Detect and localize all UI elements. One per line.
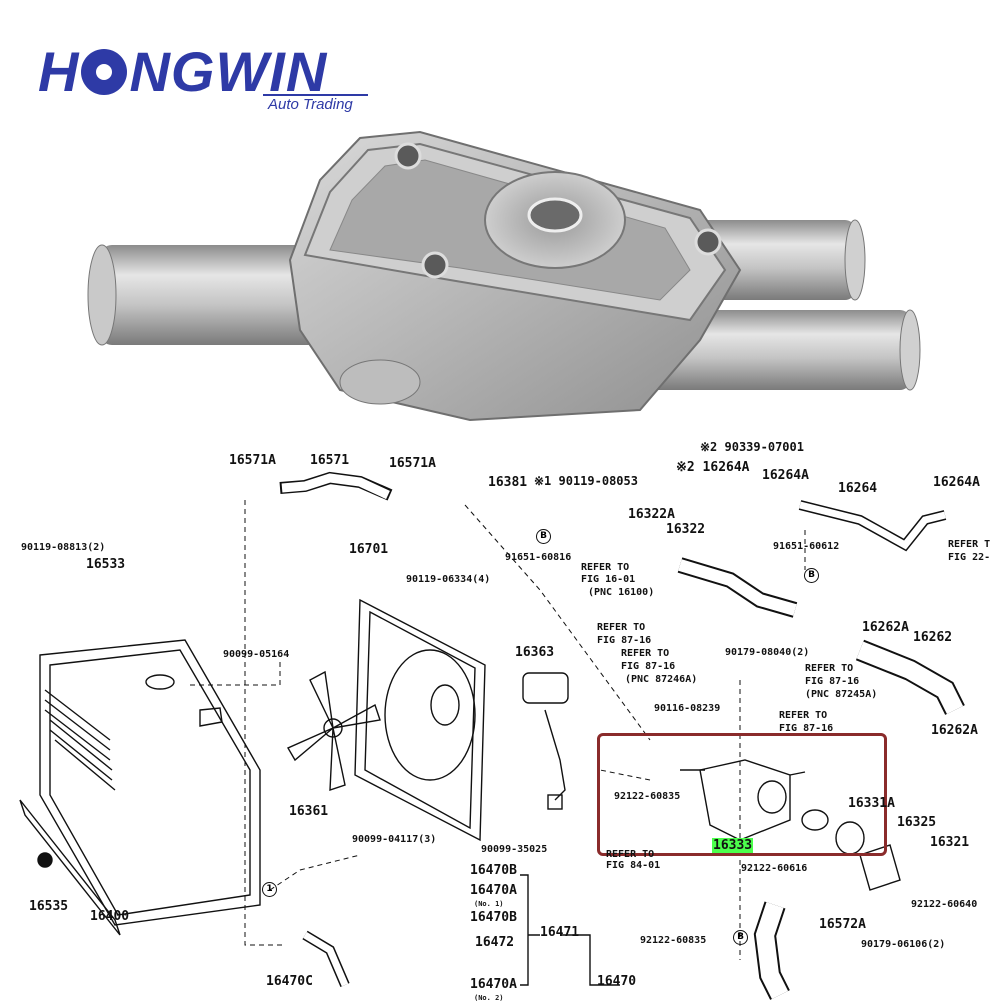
callout-label: ※2 16264A	[676, 460, 750, 475]
callout-label: 90119-08813(2)	[21, 542, 106, 553]
callout-label: 16470	[597, 974, 637, 989]
callout-label: 16571A	[229, 453, 276, 468]
callout-label: REFER TO	[805, 663, 854, 674]
callout-label: 16322	[666, 522, 706, 537]
callout-label: 16533	[86, 557, 126, 572]
callout-label: 16322A	[628, 507, 675, 522]
logo-wheel-icon	[81, 49, 128, 95]
fan-motor-drawing	[522, 672, 569, 810]
reference-circle-b: B	[804, 568, 819, 583]
thermostat-housing-drawing	[680, 759, 806, 841]
callout-label: 16264A	[933, 475, 980, 490]
fan-blade-drawing	[287, 670, 381, 791]
callout-label: 90179-08040(2)	[725, 647, 810, 658]
callout-label: 90119-06334(4)	[406, 574, 491, 585]
callout-label: 16470C	[266, 974, 313, 989]
callout-label: FIG 84-01	[606, 860, 661, 871]
callout-label: REFER T	[948, 539, 991, 550]
callout-label: FIG 87-16	[621, 661, 676, 672]
callout-label: 90179-06106(2)	[861, 939, 946, 950]
callout-label: (No. 2)	[474, 994, 504, 1002]
callout-label: 16361	[289, 804, 329, 819]
highlight-frame	[597, 733, 887, 856]
callout-label: 16381	[488, 475, 528, 490]
left-hose-pipe	[87, 244, 320, 346]
callout-label: 16470B	[470, 863, 517, 878]
callout-label: FIG 87-16	[779, 723, 834, 734]
callout-label: 90099-35025	[481, 844, 548, 855]
callout-label: 16470A	[470, 977, 517, 992]
callout-label: (PNC 87246A)	[625, 674, 698, 685]
parts-diagram	[19, 471, 965, 1000]
callout-label: FIG 87-16	[805, 676, 860, 687]
callout-label: ※1 90119-08053	[534, 474, 638, 488]
callout-label: 16470B	[470, 910, 517, 925]
callout-label: 90116-08239	[654, 703, 721, 714]
callout-label: FIG 22-	[948, 552, 991, 563]
brand-tagline: Auto Trading	[268, 96, 353, 113]
callout-label: 16400	[90, 909, 130, 924]
callout-label: REFER TO	[581, 562, 630, 573]
fan-shroud-drawing	[354, 598, 486, 842]
callout-label: 91651-60612	[773, 541, 840, 552]
product-photo	[87, 130, 921, 422]
thermostat-drawing	[801, 809, 829, 831]
callout-label: 92122-60640	[911, 899, 978, 910]
callout-label-highlighted: 16333	[712, 838, 754, 853]
callout-label: (PNC 16100)	[588, 587, 655, 598]
callout-label: 92122-60616	[741, 863, 808, 874]
callout-label: 16470A	[470, 883, 517, 898]
reference-circle-1: 1	[262, 882, 277, 897]
callout-label: 16701	[349, 542, 389, 557]
callout-label: 16262A	[862, 620, 909, 635]
callout-label: FIG 87-16	[597, 635, 652, 646]
callout-label: 16571A	[389, 456, 436, 471]
reference-circle-b: B	[536, 529, 551, 544]
callout-label: 90099-05164	[223, 649, 290, 660]
radiator-drawing	[19, 639, 261, 936]
highlighted-part-number: 16333	[712, 838, 754, 853]
callout-label: REFER TO	[606, 849, 655, 860]
callout-label: (PNC 87245A)	[805, 689, 878, 700]
callout-label: 92122-60835	[614, 791, 681, 802]
callout-label: 16472	[475, 935, 515, 950]
reference-circle-b: B	[733, 930, 748, 945]
callout-label: 16571	[310, 453, 350, 468]
callout-label: REFER TO	[597, 622, 646, 633]
callout-label: 90099-04117(3)	[352, 834, 437, 845]
callout-label: 16262	[913, 630, 953, 645]
callout-label: 92122-60835	[640, 935, 707, 946]
callout-label: 16572A	[819, 917, 866, 932]
callout-label: REFER TO	[621, 648, 670, 659]
callout-label: 16363	[515, 645, 555, 660]
callout-label: REFER TO	[779, 710, 828, 721]
callout-label: 91651-60816	[505, 552, 572, 563]
callout-label: 16325	[897, 815, 937, 830]
callout-label: 16321	[930, 835, 970, 850]
tagline-underline	[263, 94, 368, 96]
callout-label: (No. 1)	[474, 900, 504, 908]
callout-label: 16471	[540, 925, 580, 940]
callout-label: 16264	[838, 481, 878, 496]
callout-label: FIG 16-01	[581, 574, 636, 585]
callout-label: 16331A	[848, 796, 895, 811]
callout-label: 16262A	[931, 723, 978, 738]
callout-label: 16535	[29, 899, 69, 914]
callout-label: ※2 90339-07001	[700, 440, 804, 454]
callout-label: 16264A	[762, 468, 809, 483]
